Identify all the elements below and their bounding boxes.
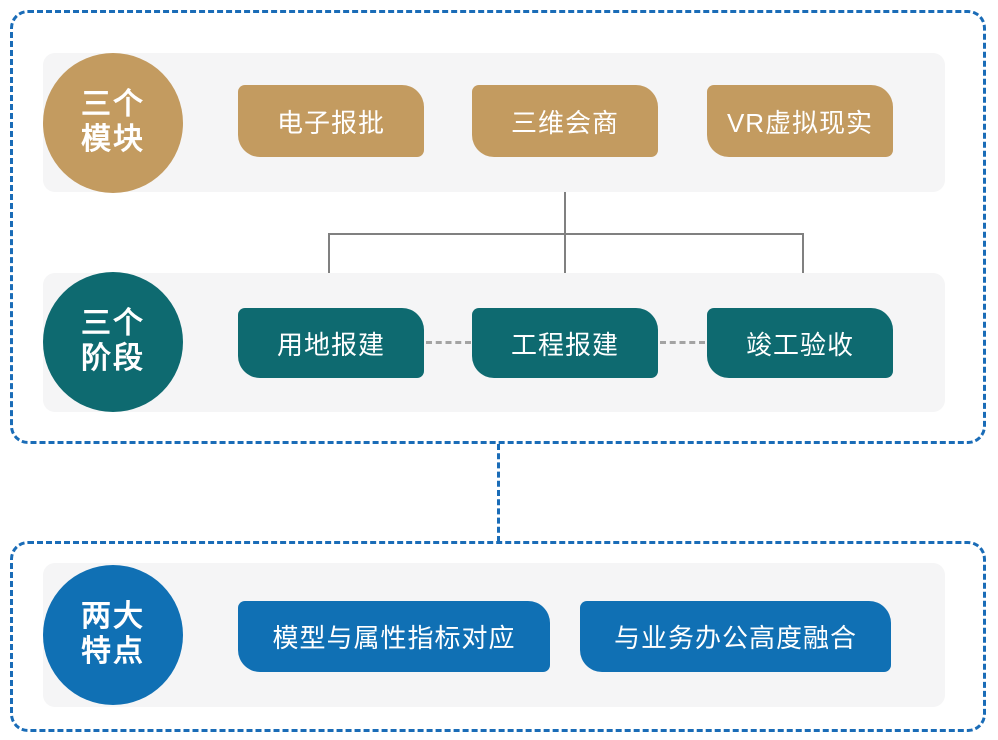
features-circle-badge: 两大 特点: [43, 565, 183, 705]
features-circle-line2: 特点: [81, 635, 145, 668]
modules-stages-group-border: [10, 10, 986, 444]
group-connector-dashed-line: [497, 444, 500, 542]
stages-circle-line1: 三个: [81, 307, 145, 341]
module-chip-3d-consultation[interactable]: 三维会商: [472, 85, 658, 157]
stages-circle-badge: 三个 阶段: [43, 272, 183, 412]
modules-circle-line2: 模块: [81, 123, 145, 156]
stage-dashed-link-2: [660, 341, 705, 344]
stages-circle-line2: 阶段: [81, 342, 145, 375]
module-chip-electronic-approval[interactable]: 电子报批: [238, 85, 424, 157]
module-chip-vr[interactable]: VR虚拟现实: [707, 85, 893, 157]
tree-bracket-line: [328, 233, 804, 275]
features-circle-line1: 两大: [81, 600, 145, 634]
stage-dashed-link-1: [426, 341, 471, 344]
feature-chip-model-attribute-mapping[interactable]: 模型与属性指标对应: [238, 601, 550, 672]
modules-circle-line1: 三个: [81, 88, 145, 122]
modules-circle-badge: 三个 模块: [43, 53, 183, 193]
stage-chip-land-application[interactable]: 用地报建: [238, 308, 424, 378]
features-group-border: [10, 541, 986, 732]
stage-chip-completion-acceptance[interactable]: 竣工验收: [707, 308, 893, 378]
feature-chip-business-office-integration[interactable]: 与业务办公高度融合: [580, 601, 891, 672]
stage-chip-project-application[interactable]: 工程报建: [472, 308, 658, 378]
